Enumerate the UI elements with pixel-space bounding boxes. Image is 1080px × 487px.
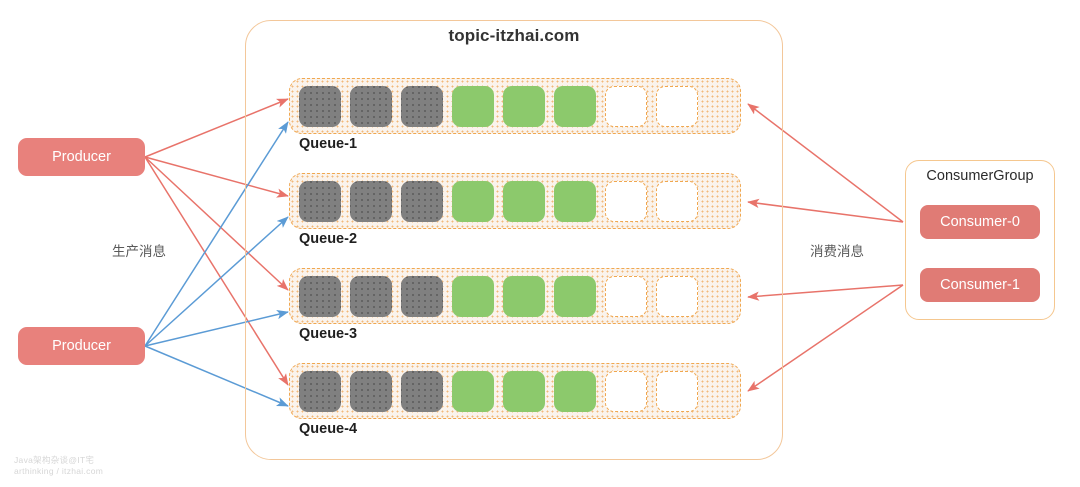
message-cell-consumed[interactable]	[299, 180, 341, 222]
consumer-node-1[interactable]: Consumer-1	[920, 268, 1040, 302]
message-cell-pending[interactable]	[554, 275, 596, 317]
message-cell-pending[interactable]	[452, 275, 494, 317]
consume-flow-label: 消费消息	[810, 244, 864, 259]
message-cell-pending[interactable]	[503, 85, 545, 127]
consumer-node-0[interactable]: Consumer-0	[920, 205, 1040, 239]
queue-row: Queue-4	[289, 363, 741, 437]
message-cell-pending[interactable]	[554, 180, 596, 222]
queue-cells	[289, 173, 741, 229]
message-cell-pending[interactable]	[554, 370, 596, 412]
queue-cells	[289, 363, 741, 419]
consumer-group-title: ConsumerGroup	[926, 168, 1034, 184]
producer-node-2[interactable]: Producer	[18, 327, 145, 365]
producer-node-1[interactable]: Producer	[18, 138, 145, 176]
message-cell-pending[interactable]	[452, 85, 494, 127]
producer-2-arrows	[144, 121, 289, 407]
queue-row: Queue-1	[289, 78, 741, 152]
message-cell-consumed[interactable]	[401, 370, 443, 412]
queue-row: Queue-2	[289, 173, 741, 247]
message-cell-consumed[interactable]	[350, 85, 392, 127]
message-cell-consumed[interactable]	[350, 275, 392, 317]
queue-cells	[289, 268, 741, 324]
message-cell-empty[interactable]	[605, 180, 647, 222]
message-cell-empty[interactable]	[605, 85, 647, 127]
message-cell-consumed[interactable]	[299, 275, 341, 317]
message-cell-pending[interactable]	[452, 370, 494, 412]
message-cell-pending[interactable]	[503, 180, 545, 222]
message-cell-empty[interactable]	[605, 275, 647, 317]
consumer-0-arrows	[747, 103, 904, 223]
watermark: Java架构杂谈@IT宅 arthinking / itzhai.com	[14, 455, 103, 477]
message-cell-empty[interactable]	[656, 85, 698, 127]
message-cell-consumed[interactable]	[299, 85, 341, 127]
message-cell-pending[interactable]	[554, 85, 596, 127]
message-cell-consumed[interactable]	[299, 370, 341, 412]
message-cell-empty[interactable]	[656, 180, 698, 222]
queue-row: Queue-3	[289, 268, 741, 342]
topic-container	[245, 20, 783, 460]
message-cell-empty[interactable]	[605, 370, 647, 412]
watermark-line-2: arthinking / itzhai.com	[14, 466, 104, 476]
produce-flow-label: 生产消息	[112, 244, 166, 259]
queue-label: Queue-4	[299, 421, 358, 437]
message-cell-empty[interactable]	[656, 275, 698, 317]
consumer-1-arrows	[747, 284, 904, 392]
queue-label: Queue-1	[299, 136, 358, 152]
message-cell-consumed[interactable]	[401, 275, 443, 317]
producer-1-arrows	[144, 98, 289, 386]
message-cell-consumed[interactable]	[401, 180, 443, 222]
queue-cells	[289, 78, 741, 134]
queue-label: Queue-2	[299, 231, 358, 247]
message-cell-pending[interactable]	[503, 370, 545, 412]
message-cell-consumed[interactable]	[350, 370, 392, 412]
message-cell-pending[interactable]	[452, 180, 494, 222]
message-cell-consumed[interactable]	[350, 180, 392, 222]
message-cell-pending[interactable]	[503, 275, 545, 317]
message-cell-empty[interactable]	[656, 370, 698, 412]
watermark-line-1: Java架构杂谈@IT宅	[14, 455, 95, 465]
topic-title: topic-itzhai.com	[448, 26, 580, 45]
message-cell-consumed[interactable]	[401, 85, 443, 127]
queue-label: Queue-3	[299, 326, 358, 342]
